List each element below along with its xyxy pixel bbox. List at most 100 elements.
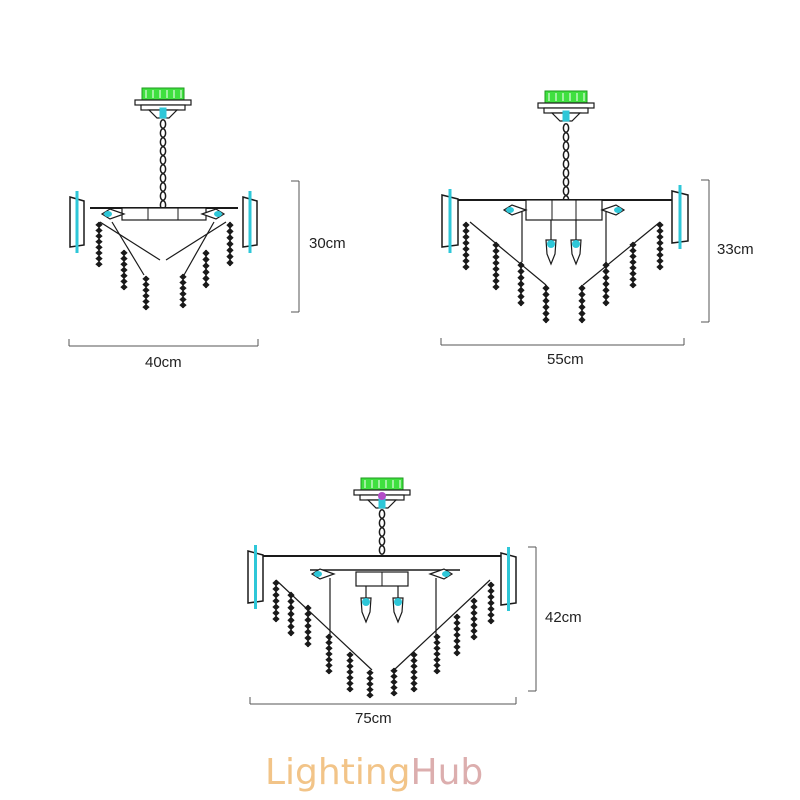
medium-crystal-4-bead xyxy=(578,284,586,292)
small-crystal-3-bead xyxy=(179,296,187,303)
small-crystal-3-bead xyxy=(179,290,187,298)
medium-chain-link xyxy=(562,132,570,142)
small-crystal-1-bead xyxy=(120,278,128,285)
medium-wire xyxy=(469,221,547,286)
small-crystal-3-bead xyxy=(179,273,187,281)
large-crystal-0-bead xyxy=(272,603,280,611)
medium-crystal-6-bead xyxy=(629,270,637,277)
small-crystal-4-bead xyxy=(202,262,210,270)
small-width-label: 40cm xyxy=(145,354,182,371)
large-bulb-left-glow xyxy=(314,571,322,577)
medium-crystal-5-bead xyxy=(602,274,610,282)
large-crystal-10-bead xyxy=(470,615,478,623)
large-crystal-7-bead xyxy=(410,674,418,681)
medium-crystal-1-bead xyxy=(492,271,500,279)
large-crystal-1-bead xyxy=(287,616,295,624)
large-crystal-0-bead xyxy=(272,579,280,587)
medium-bulb-right-glow xyxy=(614,207,622,213)
medium-crystal-6-bead xyxy=(629,258,637,266)
medium-crystal-0-bead xyxy=(462,257,470,265)
medium-chain-link xyxy=(562,141,570,151)
medium-crystal-0-bead xyxy=(462,233,470,241)
medium-crystal-5-bead xyxy=(602,280,610,288)
medium-crystal-2-bead xyxy=(517,267,525,275)
medium-chain-link xyxy=(562,159,570,169)
large-crystal-4-bead xyxy=(346,668,354,676)
small-crystal-0-bead xyxy=(95,249,103,257)
small-crystal-4-bead xyxy=(202,274,210,283)
large-crystal-9-bead xyxy=(453,637,461,645)
medium-canopy-top xyxy=(537,102,595,109)
small-crystal-2-bead xyxy=(142,303,150,311)
large-crystal-4-bead xyxy=(346,674,354,681)
small-chain-link xyxy=(159,128,167,138)
small-chain-link xyxy=(159,119,167,129)
large-crystal-9-bead xyxy=(453,613,461,621)
medium-crystal-1-bead xyxy=(492,277,500,285)
large-crystal-6-bead xyxy=(390,667,398,674)
brand-logo-part2: Hub xyxy=(410,752,484,793)
large-crystal-4-bead xyxy=(346,680,354,687)
medium-crystal-3-bead xyxy=(542,303,550,311)
medium-crystal-4-bead xyxy=(578,303,586,311)
brand-logo: LightingHub xyxy=(265,752,483,793)
small-center-box xyxy=(121,207,207,221)
large-crystal-2-bead xyxy=(304,604,312,612)
medium-crystal-0-bead xyxy=(462,245,470,253)
large-canopy-dot xyxy=(378,492,386,500)
small-crystal-4-bead xyxy=(202,255,210,264)
medium-chain-link xyxy=(562,186,570,196)
small-crystal-5-bead xyxy=(226,246,234,254)
large-crystal-9-bead xyxy=(453,643,461,651)
large-height-label: 42cm xyxy=(545,609,582,626)
large-crystal-4-bead xyxy=(346,663,354,670)
small-wire xyxy=(99,221,161,261)
small-bulb-right-glow xyxy=(214,211,222,217)
large-crystal-0-bead xyxy=(272,597,280,605)
small-crystal-0-bead xyxy=(95,227,103,234)
large-crystal-1-bead xyxy=(287,623,295,631)
medium-crystal-7-bead xyxy=(656,245,664,253)
medium-chain-link xyxy=(562,177,570,187)
medium-crystal-1-bead xyxy=(492,253,500,261)
small-crystal-0-bead xyxy=(95,232,103,240)
large-crystal-11-bead xyxy=(487,599,495,607)
medium-plate xyxy=(544,90,588,104)
medium-chain-link xyxy=(562,123,570,133)
large-bulb-down-right-glow xyxy=(394,598,402,606)
medium-crystal-5-bead xyxy=(602,293,610,301)
small-crystal-2-bead xyxy=(142,281,150,288)
small-crystal-2-bead xyxy=(142,298,150,305)
medium-crystal-2-bead xyxy=(517,280,525,288)
small-chain-link xyxy=(159,182,167,192)
small-crystal-4-bead xyxy=(202,249,210,257)
small-crystal-3-bead xyxy=(179,279,187,286)
small-crystal-0-bead xyxy=(95,260,103,268)
small-chain-link xyxy=(159,173,167,183)
medium-height-label: 33cm xyxy=(717,241,754,258)
small-crystal-5-bead xyxy=(226,234,234,242)
small-crystal-5-bead xyxy=(226,253,234,261)
large-crystal-6-bead xyxy=(390,684,398,691)
large-crystal-5-bead xyxy=(366,692,374,699)
large-crystal-10-bead xyxy=(470,603,478,611)
medium-crystal-2-bead xyxy=(517,299,525,307)
medium-crystal-7-bead xyxy=(656,239,664,247)
medium-bulb-left-glow xyxy=(506,207,514,213)
large-crystal-2-bead xyxy=(304,616,312,624)
large-wire xyxy=(393,579,491,671)
small-crystal-1-bead xyxy=(120,283,128,291)
small-crystal-5-bead xyxy=(226,259,234,267)
brand-logo-part1: Lighting xyxy=(265,752,411,793)
large-crystal-3-bead xyxy=(325,633,333,641)
large-crystal-10-bead xyxy=(470,609,478,617)
large-crystal-0-bead xyxy=(272,609,280,617)
small-crystal-4-bead xyxy=(202,268,210,276)
large-crystal-3-bead xyxy=(325,667,333,675)
medium-crystal-7-bead xyxy=(656,251,664,259)
small-plate xyxy=(141,87,185,101)
large-crystal-10-bead xyxy=(470,633,478,641)
large-crystal-5-bead xyxy=(366,686,374,693)
medium-crystal-0-bead xyxy=(462,221,470,229)
large-crystal-11-bead xyxy=(487,581,495,589)
